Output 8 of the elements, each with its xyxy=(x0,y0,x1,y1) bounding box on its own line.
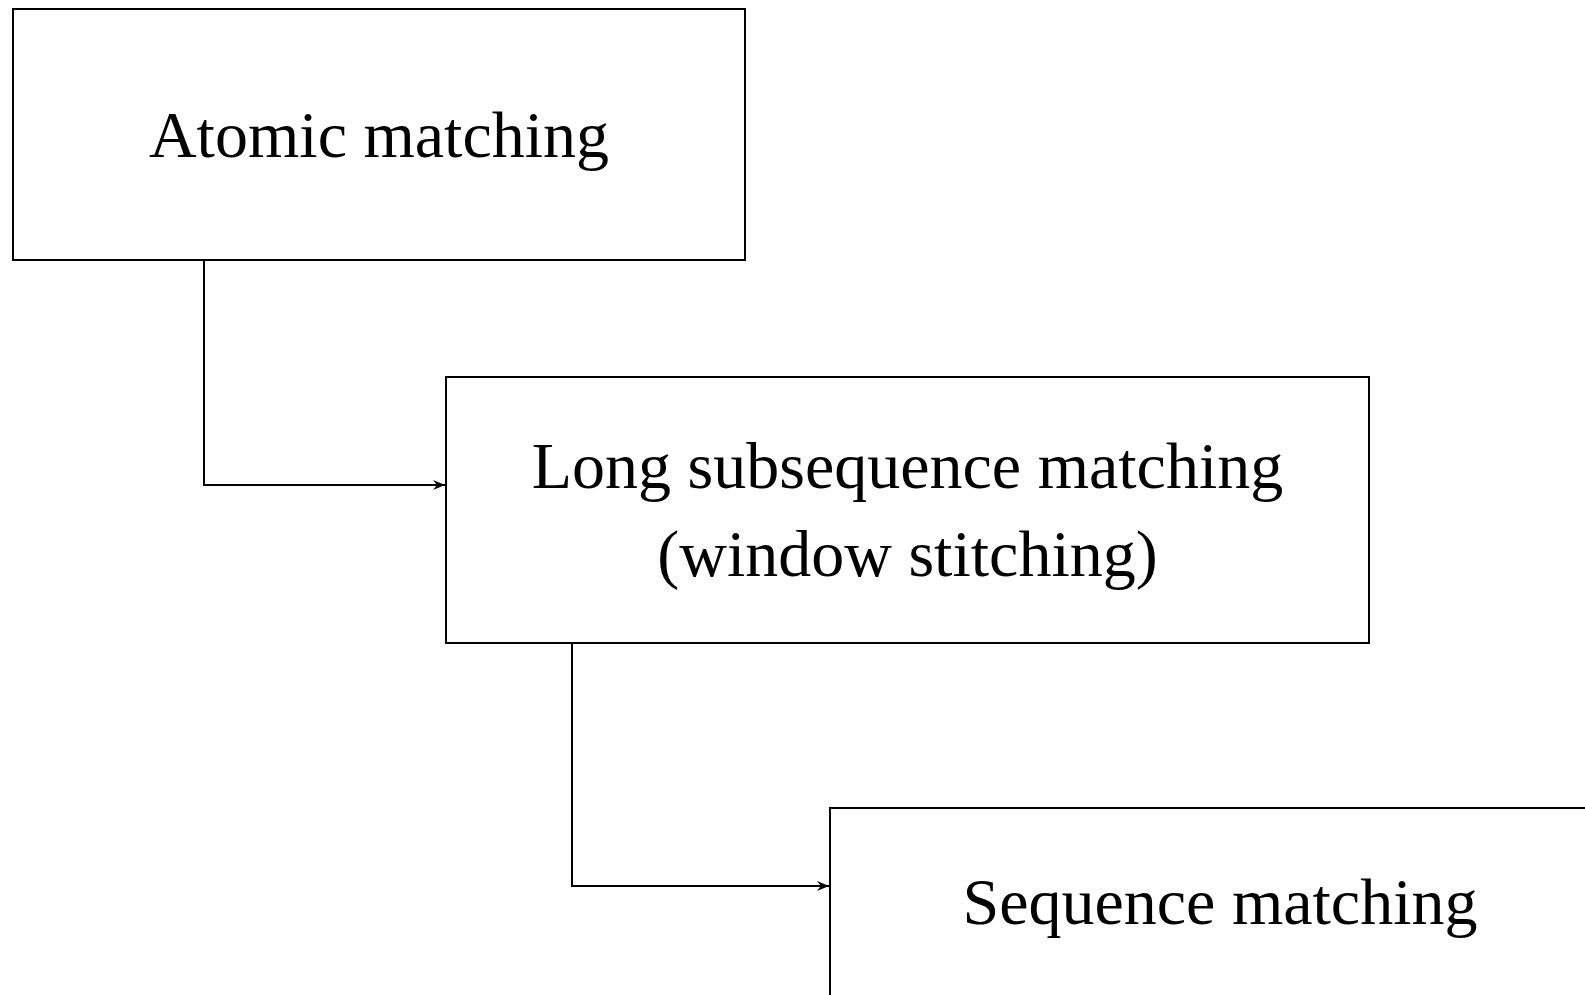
arrow xyxy=(571,643,830,891)
box-label: Atomic matching xyxy=(148,96,610,173)
box-label: Long subsequence matching (window stitching) xyxy=(530,428,1285,592)
process-box xyxy=(829,807,1585,995)
process-box xyxy=(12,8,746,261)
box-label: Sequence matching xyxy=(962,864,1478,940)
arrow xyxy=(203,260,446,490)
process-box xyxy=(445,376,1370,644)
